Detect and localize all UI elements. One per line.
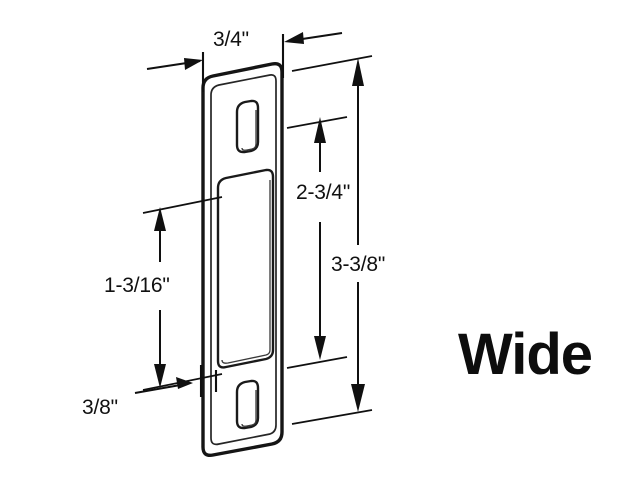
overall-height-top-extension [291, 55, 373, 72]
slot-spacing-up-arrowhead [314, 117, 326, 143]
dimension-label-edge-band: 3/8" [82, 396, 118, 419]
width-right-arrowhead [284, 32, 304, 44]
width-left-arrowhead [184, 58, 203, 70]
dimension-label-overall-height: 3-3/8" [331, 253, 385, 276]
variant-label: Wide [458, 322, 592, 387]
lower-slot-cutout [235, 379, 260, 430]
dimension-label-cutout-height: 1-3/16" [104, 274, 170, 297]
cutout-height-upper-extension [142, 196, 223, 214]
dimension-label-slot-spacing: 2-3/4" [296, 181, 350, 204]
center-cutout-inner-edge [221, 180, 271, 364]
overall-height-down-arrowhead [351, 384, 365, 412]
overall-height-bottom-extension [291, 409, 373, 425]
center-cutout [216, 168, 275, 369]
cutout-height-up-arrowhead [154, 207, 166, 231]
edge-band-arrowhead [176, 377, 193, 389]
upper-slot-cutout [235, 99, 260, 154]
lower-slot-inner-edge [241, 390, 257, 427]
cutout-height-down-arrowhead [154, 364, 166, 388]
plate-inner-edge [210, 74, 277, 446]
overall-height-up-arrowhead [352, 58, 364, 86]
slot-spacing-upper-extension [286, 116, 348, 129]
upper-slot-inner-edge [241, 110, 257, 151]
keeper-plate-part [201, 61, 284, 458]
slot-spacing-lower-extension [286, 356, 348, 369]
slot-spacing-down-arrowhead [314, 336, 326, 360]
dimension-label-width: 3/4" [213, 28, 249, 51]
dimension-overall-height-3-3-8: 3-3/8" [291, 55, 385, 425]
dimension-edge-band-3-8: 3/8" [82, 365, 218, 419]
dimension-slot-spacing-2-3-4: 2-3/4" [286, 116, 350, 369]
dimension-width-3-4: 3/4" [146, 28, 343, 92]
